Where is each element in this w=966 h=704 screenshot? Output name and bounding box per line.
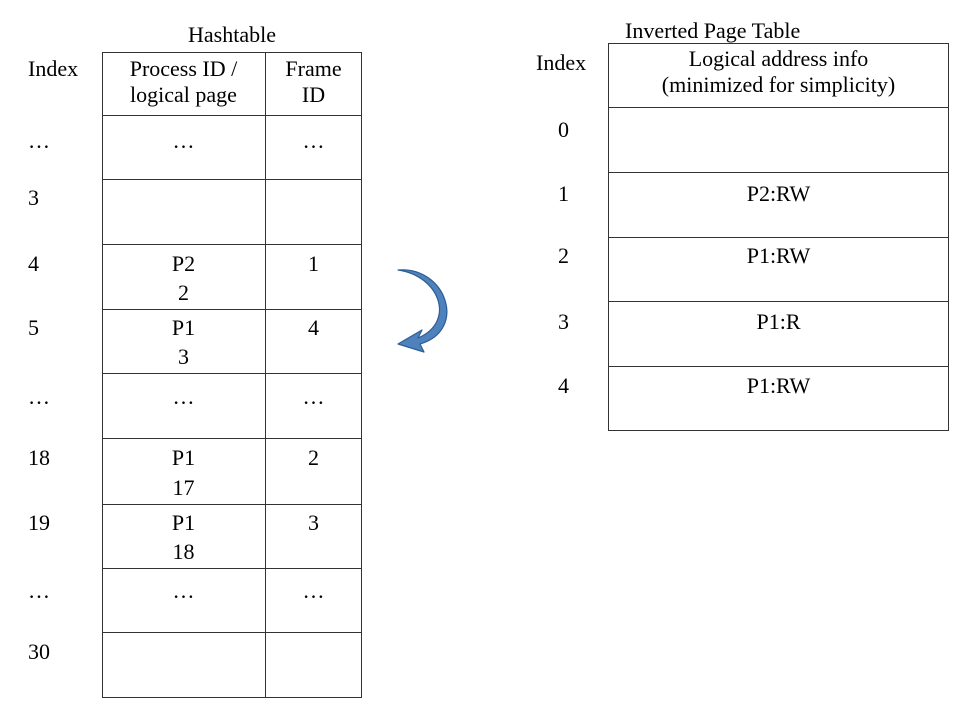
hashtable-row-index: 18 [28, 445, 50, 470]
inverted-row-info: P1:R [756, 309, 801, 334]
inverted-index-header: Index [536, 50, 587, 75]
hashtable-title: Hashtable [188, 22, 276, 47]
inverted-row-info: P1:RW [746, 243, 811, 268]
hashtable-frame-header: Frame ID [285, 56, 342, 107]
hashtable-index-header: Index [28, 56, 79, 81]
hashtable-row-frame: … [302, 128, 325, 153]
hashtable-row-frame: 1 [308, 251, 319, 276]
hashtable-row-index: … [28, 384, 50, 409]
hashtable-process-header: Process ID / logical page [129, 56, 238, 107]
inverted-row-index: 2 [558, 243, 569, 268]
hashtable-row-process: P1 [171, 510, 196, 535]
hashtable-row-line [102, 373, 362, 374]
inverted-row-index: 3 [558, 309, 569, 334]
hashtable-row-index: 30 [28, 639, 50, 664]
hashtable-row-index: 19 [28, 510, 50, 535]
inverted-row-line [608, 301, 949, 302]
hashtable-column-divider [265, 52, 266, 698]
hashtable-row-frame: 2 [308, 445, 319, 470]
hashtable-row-page: 17 [172, 475, 195, 500]
hashtable-row-line [102, 309, 362, 310]
hashtable-frame [102, 52, 362, 698]
inverted-table-title: Inverted Page Table [625, 18, 801, 43]
hashtable-row-process: … [172, 384, 195, 409]
hashtable-row-line [102, 438, 362, 439]
hashtable-row-frame: … [302, 578, 325, 603]
hashtable-row-process: … [172, 578, 195, 603]
inverted-row-line [608, 172, 949, 173]
hashtable-row-index: … [28, 128, 50, 153]
hashtable-row-frame: … [302, 384, 325, 409]
inverted-row-line [608, 107, 949, 108]
inverted-row-index: 4 [558, 373, 569, 398]
inverted-row-index: 0 [558, 117, 569, 142]
hashtable-row-index: 5 [28, 315, 39, 340]
inverted-info-header: Logical address info (minimized for simp… [661, 46, 896, 97]
hashtable-row-index: 3 [28, 185, 39, 210]
inverted-row-line [608, 237, 949, 238]
hashtable-row-frame: 4 [308, 315, 319, 340]
inverted-row-line [608, 366, 949, 367]
inverted-row-info: P2:RW [746, 181, 811, 206]
hashtable-row-process: P2 [171, 251, 196, 276]
hashtable-row-page: 2 [178, 280, 189, 305]
hashtable-row-line [102, 632, 362, 633]
inverted-row-index: 1 [558, 181, 569, 206]
hashtable-row-page: 3 [178, 344, 189, 369]
hashtable-row-frame: 3 [308, 510, 319, 535]
hashtable-row-line [102, 504, 362, 505]
hashtable-row-process: P1 [171, 445, 196, 470]
hashtable-row-line [102, 179, 362, 180]
hashtable-row-index: 4 [28, 251, 39, 276]
hashtable-row-line [102, 115, 362, 116]
hashtable-row-line [102, 244, 362, 245]
inverted-row-info: P1:RW [746, 373, 811, 398]
curved-arrow-body [397, 269, 448, 353]
hashtable-row-page: 18 [172, 539, 195, 564]
hashtable-row-process: P1 [171, 315, 196, 340]
hashtable-row-line [102, 568, 362, 569]
hashtable-row-process: … [172, 128, 195, 153]
hashtable-row-index: … [28, 578, 50, 603]
